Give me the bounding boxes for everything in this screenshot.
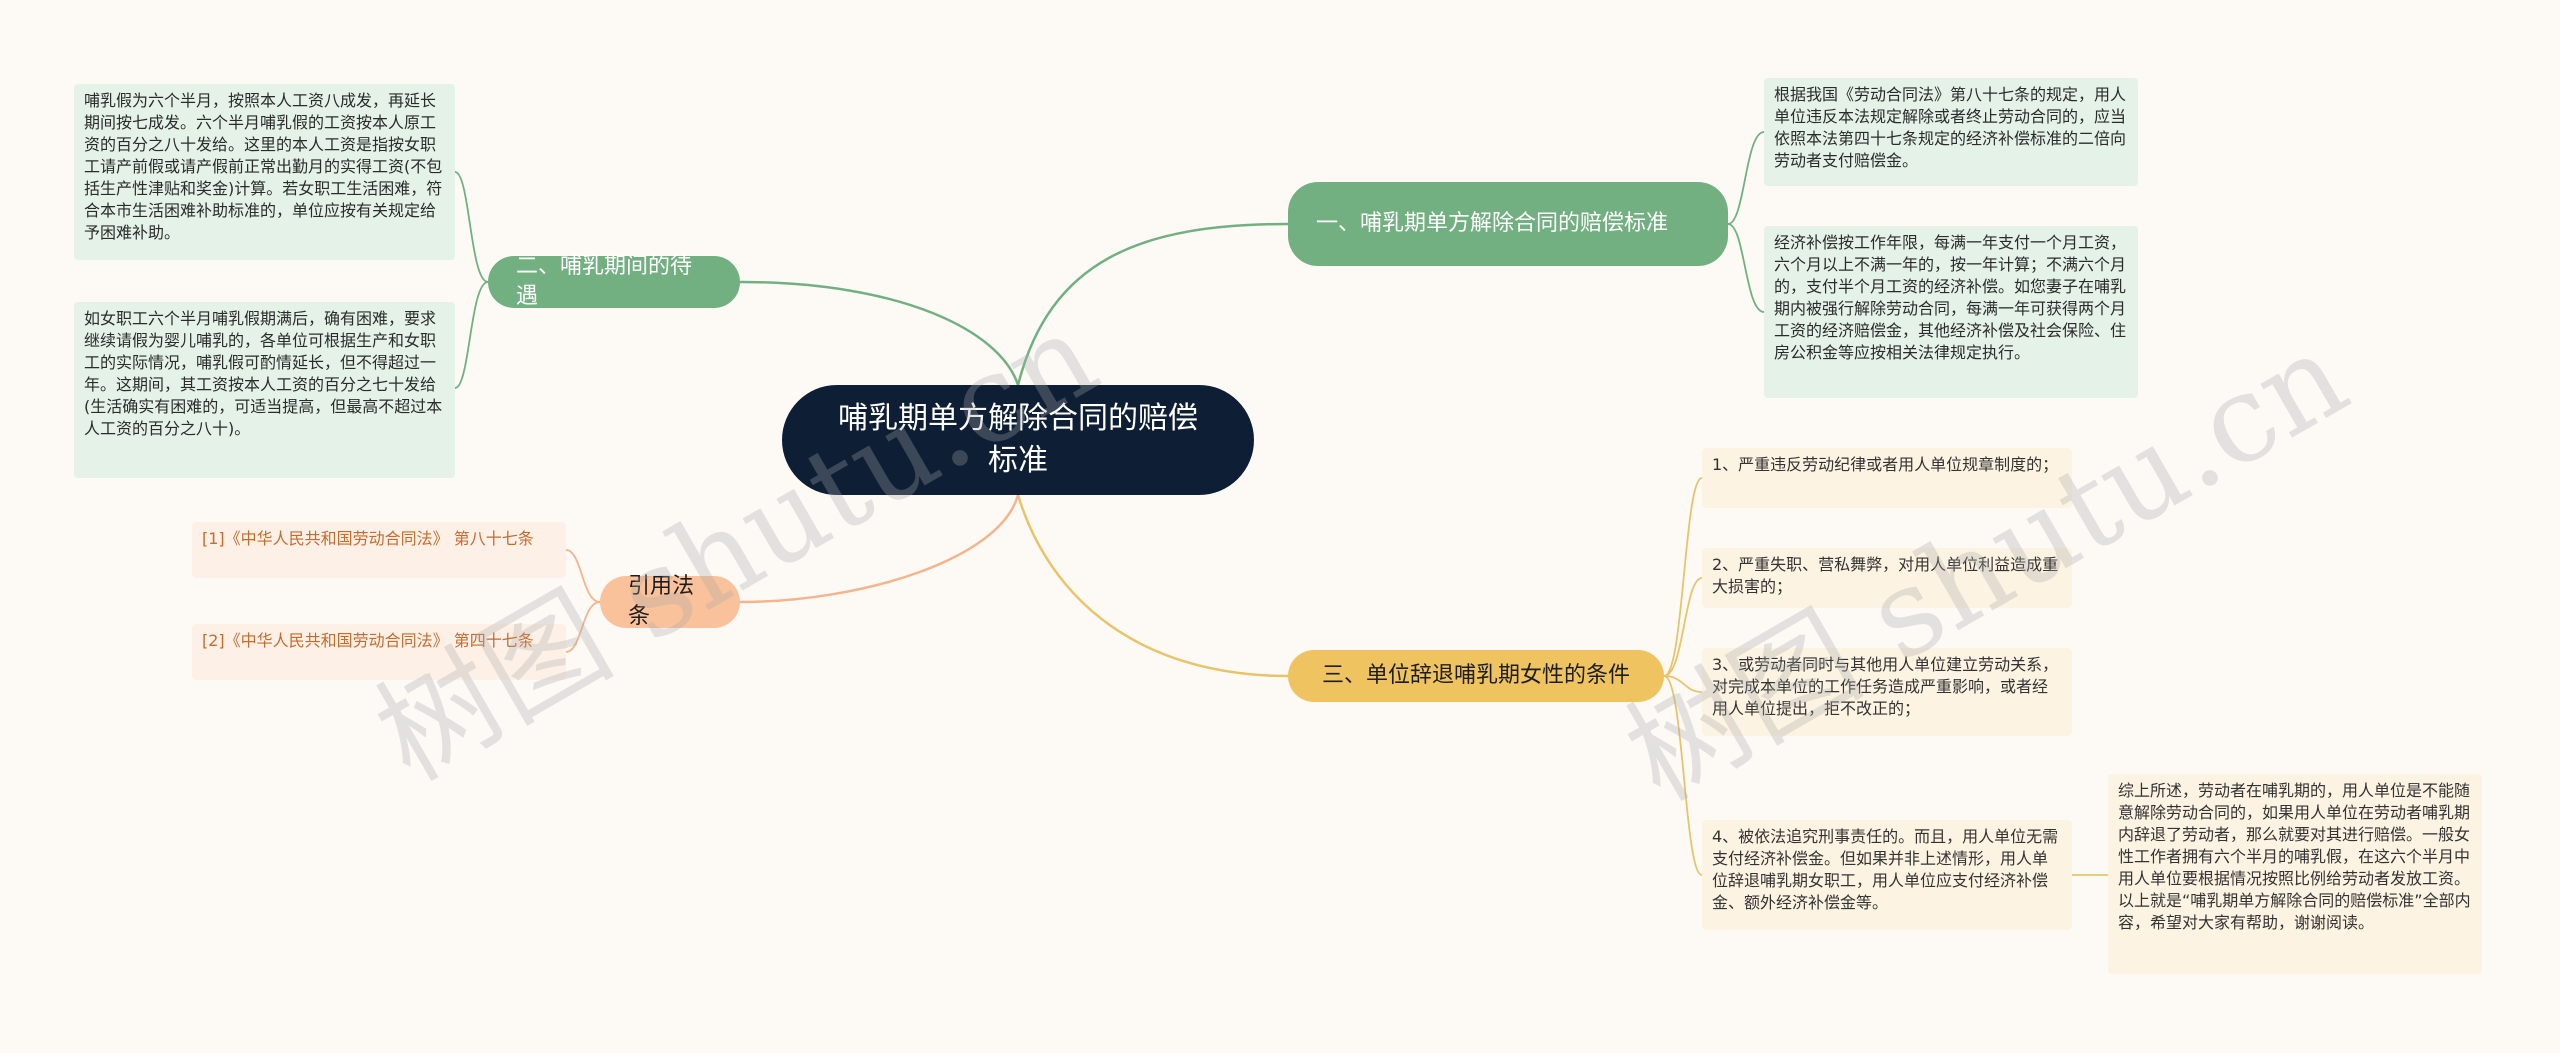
branch-dismissal-conditions[interactable]: 三、单位辞退哺乳期女性的条件 (1288, 650, 1664, 702)
condition-1[interactable]: 1、严重违反劳动纪律或者用人单位规章制度的； (1702, 448, 2072, 508)
citation-text: [1]《中华人民共和国劳动合同法》 第八十七条 (202, 529, 534, 548)
link-b3-leaf1 (1663, 477, 1703, 677)
citation-text: [2]《中华人民共和国劳动合同法》 第四十七条 (202, 631, 534, 650)
leaf-benefits-1[interactable]: 哺乳假为六个半月，按照本人工资八成发，再延长期间按七成发。六个半月哺乳假的工资按… (74, 84, 455, 260)
summary-note[interactable]: 综上所述，劳动者在哺乳期的，用人单位是不能随意解除劳动合同的，如果用人单位在劳动… (2108, 774, 2482, 974)
condition-3[interactable]: 3、或劳动者同时与其他用人单位建立劳动关系，对完成本单位的工作任务造成严重影响，… (1702, 648, 2072, 736)
summary-text: 综上所述，劳动者在哺乳期的，用人单位是不能随意解除劳动合同的，如果用人单位在劳动… (2118, 781, 2471, 932)
link-root-b1 (1016, 222, 1289, 386)
citation-1[interactable]: [1]《中华人民共和国劳动合同法》 第八十七条 (192, 522, 566, 578)
condition-text: 4、被依法追究刑事责任的。而且，用人单位无需支付经济补偿金。但如果并非上述情形，… (1712, 827, 2059, 912)
branch-label: 引用法条 (628, 574, 695, 629)
leaf-text: 根据我国《劳动合同法》第八十七条的规定，用人单位违反本法规定解除或者终止劳动合同… (1774, 85, 2127, 170)
link-root-b4 (739, 494, 1020, 604)
condition-4[interactable]: 4、被依法追究刑事责任的。而且，用人单位无需支付经济补偿金。但如果并非上述情形，… (1702, 820, 2072, 930)
link-root-b2 (739, 280, 1020, 386)
leaf-text: 哺乳假为六个半月，按照本人工资八成发，再延长期间按七成发。六个半月哺乳假的工资按… (84, 91, 443, 242)
branch-compensation-standard[interactable]: 一、哺乳期单方解除合同的赔偿标准 (1288, 182, 1728, 266)
leaf-benefits-2[interactable]: 如女职工六个半月哺乳假期满后，确有困难，要求继续请假为婴儿哺乳的，各单位可根据生… (74, 302, 455, 478)
link-b4-leaf1 (565, 549, 601, 603)
leaf-text: 经济补偿按工作年限，每满一年支付一个月工资，六个月以上不满一年的，按一年计算；不… (1774, 233, 2127, 362)
leaf-compensation-1[interactable]: 根据我国《劳动合同法》第八十七条的规定，用人单位违反本法规定解除或者终止劳动合同… (1764, 78, 2138, 186)
link-b2-leaf1 (454, 171, 489, 283)
branch-label: 一、哺乳期单方解除合同的赔偿标准 (1316, 211, 1669, 236)
leaf-text: 如女职工六个半月哺乳假期满后，确有困难，要求继续请假为婴儿哺乳的，各单位可根据生… (84, 309, 443, 438)
link-b4-leaf2 (565, 601, 601, 653)
link-b3-leaf2 (1663, 577, 1703, 677)
link-b1-leaf2 (1727, 223, 1765, 313)
link-b2-leaf2 (454, 281, 489, 389)
link-root-b3 (1016, 494, 1289, 678)
leaf-compensation-2[interactable]: 经济补偿按工作年限，每满一年支付一个月工资，六个月以上不满一年的，按一年计算；不… (1764, 226, 2138, 398)
condition-text: 3、或劳动者同时与其他用人单位建立劳动关系，对完成本单位的工作任务造成严重影响，… (1712, 655, 2059, 718)
branch-label: 二、哺乳期间的待遇 (516, 254, 693, 309)
link-b3-leaf4 (1663, 675, 1703, 876)
branch-label: 三、单位辞退哺乳期女性的条件 (1321, 663, 1630, 688)
link-b3-leaf3 (1663, 675, 1703, 693)
branch-citations[interactable]: 引用法条 (600, 574, 740, 629)
condition-2[interactable]: 2、严重失职、营私舞弊，对用人单位利益造成重大损害的； (1702, 548, 2072, 608)
condition-text: 2、严重失职、营私舞弊，对用人单位利益造成重大损害的； (1712, 555, 2059, 596)
citation-2[interactable]: [2]《中华人民共和国劳动合同法》 第四十七条 (192, 624, 566, 680)
root-topic[interactable]: 哺乳期单方解除合同的赔偿标准 (782, 385, 1254, 495)
branch-breastfeeding-benefits[interactable]: 二、哺乳期间的待遇 (488, 254, 740, 309)
link-b1-leaf1 (1727, 131, 1765, 225)
condition-text: 1、严重违反劳动纪律或者用人单位规章制度的； (1712, 455, 2059, 474)
root-title: 哺乳期单方解除合同的赔偿标准 (838, 401, 1198, 478)
